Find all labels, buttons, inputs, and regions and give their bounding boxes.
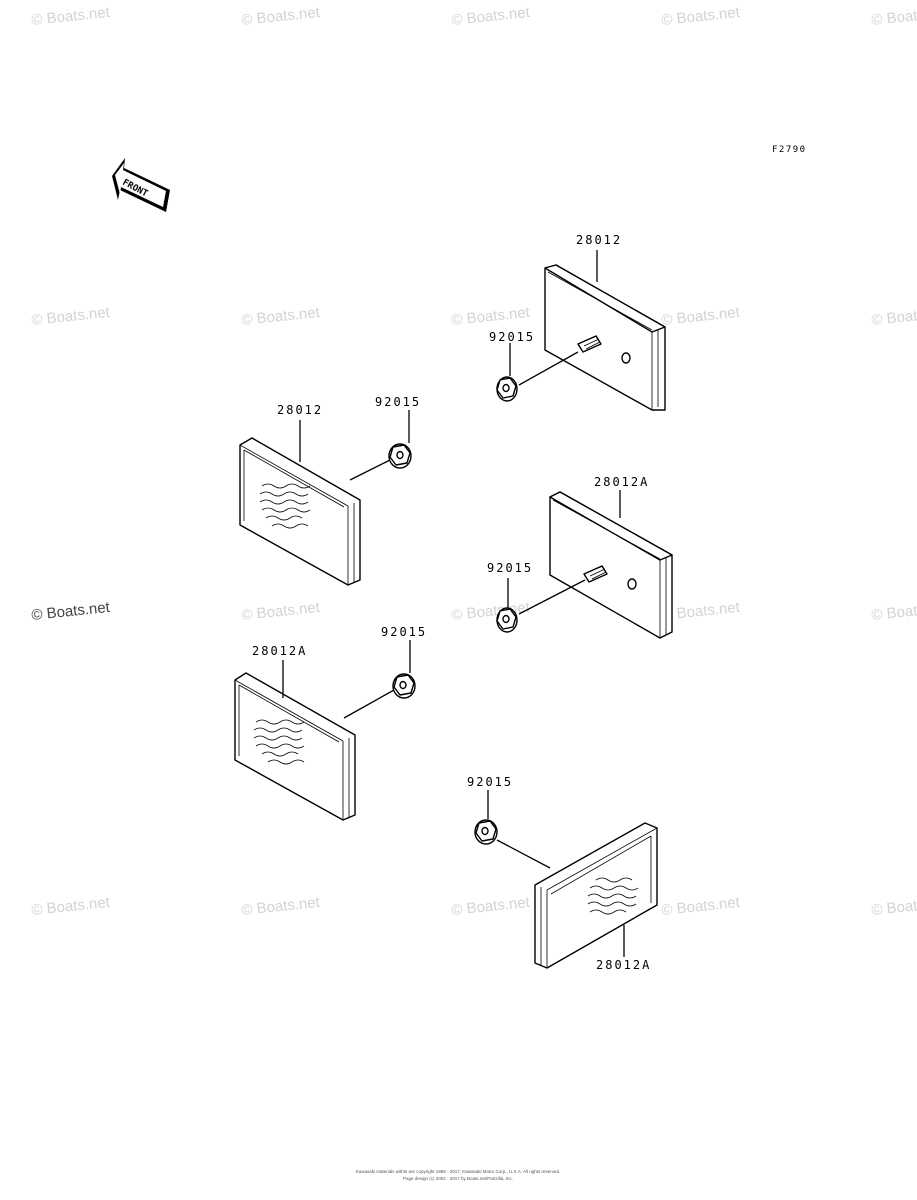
- watermark: © Boats.net: [241, 599, 322, 624]
- leader-line: [518, 579, 586, 615]
- reflector-lower-left: [234, 672, 356, 821]
- watermark: © Boats.net: [31, 4, 112, 29]
- leader-line: [343, 689, 395, 719]
- watermark: © Boats.net: [31, 894, 112, 919]
- leader-line: [349, 459, 391, 481]
- watermark: © Boats.net: [241, 4, 322, 29]
- copyright-line-1: Kawasaki materials within are copyright …: [356, 1169, 561, 1174]
- leader-line: [518, 351, 579, 386]
- watermark: © Boats.net: [31, 599, 112, 624]
- watermark: © Boats.net: [661, 4, 742, 29]
- part-label: 28012A: [594, 475, 649, 489]
- watermark: © Boats.net: [451, 304, 532, 329]
- stud: [583, 565, 608, 583]
- flange-nut-upper-right: [496, 376, 518, 402]
- part-label: 92015: [487, 561, 533, 575]
- watermark: © Boats.net: [871, 894, 917, 919]
- watermark: © Boats.net: [871, 304, 917, 329]
- reflector-upper-right: [544, 264, 666, 411]
- stud: [577, 335, 602, 353]
- copyright-line-2: Page design (c) 2002 - 2017 by Boats.net…: [403, 1176, 513, 1181]
- watermark: © Boats.net: [451, 4, 532, 29]
- reflector-mesh: [587, 877, 639, 915]
- flange-nut-upper-left: [388, 443, 412, 469]
- watermark: © Boats.net: [871, 4, 917, 29]
- reflector-lower-right: [549, 491, 673, 639]
- watermark: © Boats.net: [451, 599, 532, 624]
- flange-nut-bottom: [474, 819, 498, 845]
- reflector-mesh: [253, 719, 305, 765]
- part-label: 28012: [576, 233, 622, 247]
- flange-nut-lower-right: [496, 607, 518, 633]
- flange-nut-lower-left: [392, 673, 416, 699]
- watermark: © Boats.net: [451, 894, 532, 919]
- watermark: © Boats.net: [241, 894, 322, 919]
- watermark: © Boats.net: [31, 304, 112, 329]
- watermark: © Boats.net: [661, 304, 742, 329]
- leader-line: [496, 839, 551, 869]
- part-label: 28012: [277, 403, 323, 417]
- watermark: © Boats.net: [661, 894, 742, 919]
- part-label: 92015: [489, 330, 535, 344]
- part-label: 92015: [375, 395, 421, 409]
- part-label: 92015: [467, 775, 513, 789]
- reflector-upper-left: [239, 437, 361, 586]
- part-label: 28012A: [596, 958, 651, 972]
- figure-code: F2790: [772, 145, 807, 155]
- reflector-bottom: [534, 822, 658, 969]
- front-arrow-icon: FRONT: [112, 158, 170, 212]
- part-label: 92015: [381, 625, 427, 639]
- watermark: © Boats.net: [661, 599, 742, 624]
- reflector-mesh: [259, 483, 311, 529]
- part-label: 28012A: [252, 644, 307, 658]
- watermark: © Boats.net: [871, 599, 917, 624]
- watermark: © Boats.net: [241, 304, 322, 329]
